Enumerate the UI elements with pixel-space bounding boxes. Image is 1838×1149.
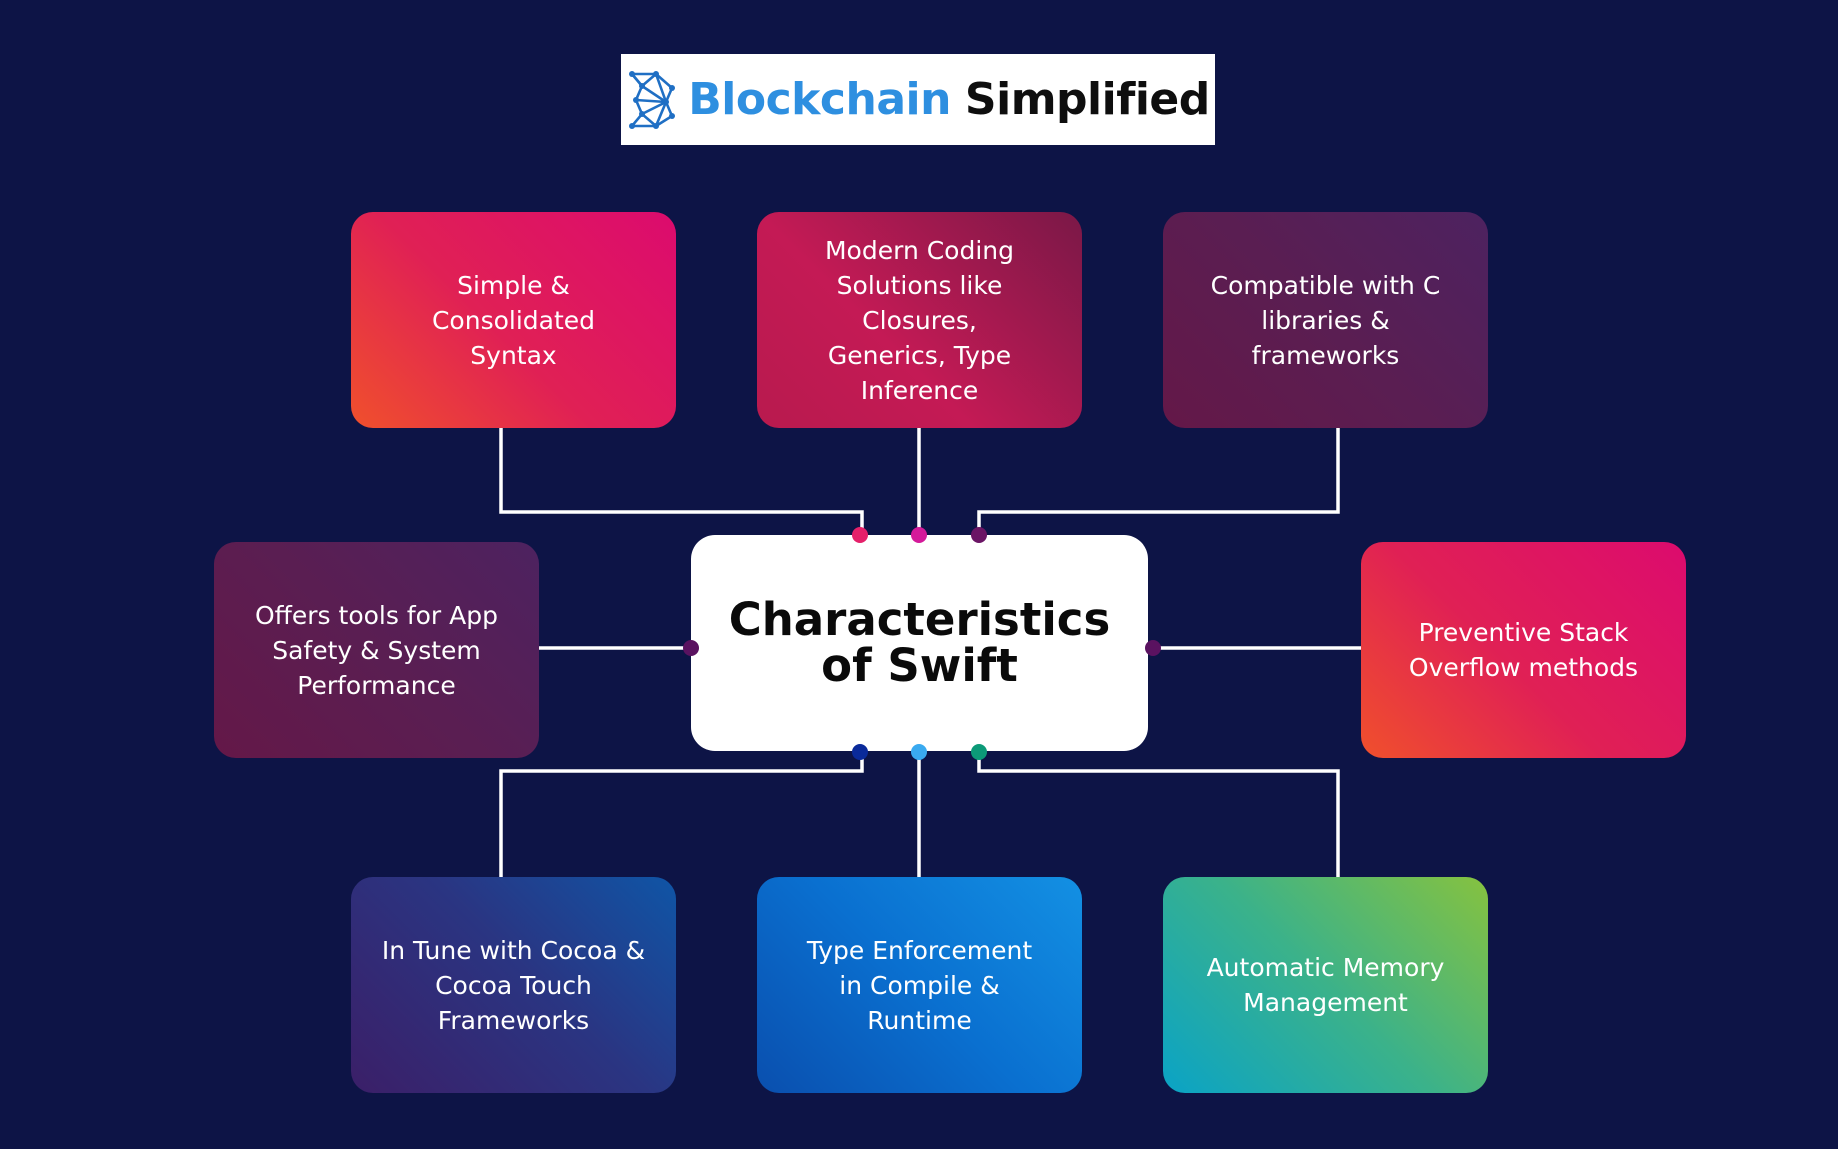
node-compatible-c-label: Compatible with C libraries & frameworks: [1210, 270, 1441, 370]
node-compatible-c: Compatible with C libraries & frameworks: [1163, 212, 1488, 428]
node-modern-coding-label: Modern Coding Solutions like Closures, G…: [824, 235, 1015, 405]
node-cocoa-touch: In Tune with Cocoa & Cocoa Touch Framewo…: [351, 877, 676, 1093]
connector-dot-top-right: [971, 527, 987, 543]
node-app-safety-label: Offers tools for App Safety & System Per…: [254, 600, 498, 700]
node-type-enforcement-label: Type Enforcement in Compile & Runtime: [806, 935, 1033, 1035]
node-stack-overflow-label: Preventive Stack Overflow methods: [1408, 618, 1639, 682]
node-cocoa-touch-label: In Tune with Cocoa & Cocoa Touch Framewo…: [381, 935, 646, 1035]
node-simple-syntax: Simple & Consolidated Syntax: [351, 212, 676, 428]
node-stack-overflow: Preventive Stack Overflow methods: [1361, 542, 1686, 758]
center-title-line2: of Swift: [821, 639, 1018, 692]
node-app-safety: Offers tools for App Safety & System Per…: [214, 542, 539, 758]
center-title-line1: Characteristics: [728, 593, 1111, 646]
connector-dot-bottom-mid: [911, 744, 927, 760]
connector-dot-bottom-left: [852, 744, 868, 760]
node-memory-management: Automatic Memory Management: [1163, 877, 1488, 1093]
connector-dot-left: [683, 640, 699, 656]
center-node: Characteristics of Swift: [691, 535, 1148, 751]
brand-name: Blockchain Simplified: [688, 74, 1210, 125]
connector-dot-right: [1145, 640, 1161, 656]
connector-simple-syntax: [499, 427, 864, 534]
node-type-enforcement: Type Enforcement in Compile & Runtime: [757, 877, 1082, 1093]
brand-banner: Blockchain Simplified: [621, 54, 1215, 145]
connector-dot-top-left: [852, 527, 868, 543]
brand-name-part1: Blockchain: [688, 74, 951, 125]
connector-memory-management: [977, 752, 1340, 880]
node-modern-coding: Modern Coding Solutions like Closures, G…: [757, 212, 1082, 428]
connector-dot-bottom-right: [971, 744, 987, 760]
blockchain-network-icon: [629, 70, 676, 129]
connector-dot-top-mid: [911, 527, 927, 543]
connector-cocoa-touch: [499, 752, 864, 877]
brand-name-part2: Simplified: [964, 74, 1210, 125]
connector-compatible-c: [977, 427, 1340, 534]
node-memory-management-label: Automatic Memory Management: [1206, 953, 1445, 1017]
node-simple-syntax-label: Simple & Consolidated Syntax: [431, 270, 596, 370]
